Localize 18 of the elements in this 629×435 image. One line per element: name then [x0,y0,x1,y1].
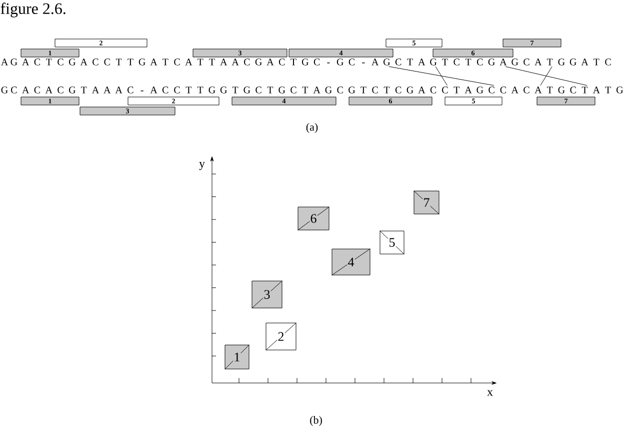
match-box: 7 [414,190,440,214]
match-box: 6 [298,206,330,230]
panel-label: (a) [306,123,318,133]
match-box: 5 [380,230,404,254]
figure-label: figure 2.6. [0,2,66,18]
match-box: 4 [332,248,370,276]
connector-line [505,66,588,86]
match-box: 3 [252,280,282,308]
dna-sequence: A G A C T C G A C C T T G A T C A T T A A C G A C T G C - G C - A G C T A G T C T C G A G C A T G G A T C [1,58,611,66]
connector-line [435,66,448,86]
match-box: 2 [266,322,296,350]
match-box: 1 [224,344,250,370]
dna-sequence: G C A C A C G T A A A C - A C C T T G G T G C T G C T A G C G T C T C G A C C T A G C C A C A T G C T A T G [1,86,623,94]
axis-label: y [199,162,205,170]
connector-line [540,66,552,86]
connector-line [388,66,494,86]
panel-label: (b) [310,416,322,426]
axis-label: x [487,390,493,396]
